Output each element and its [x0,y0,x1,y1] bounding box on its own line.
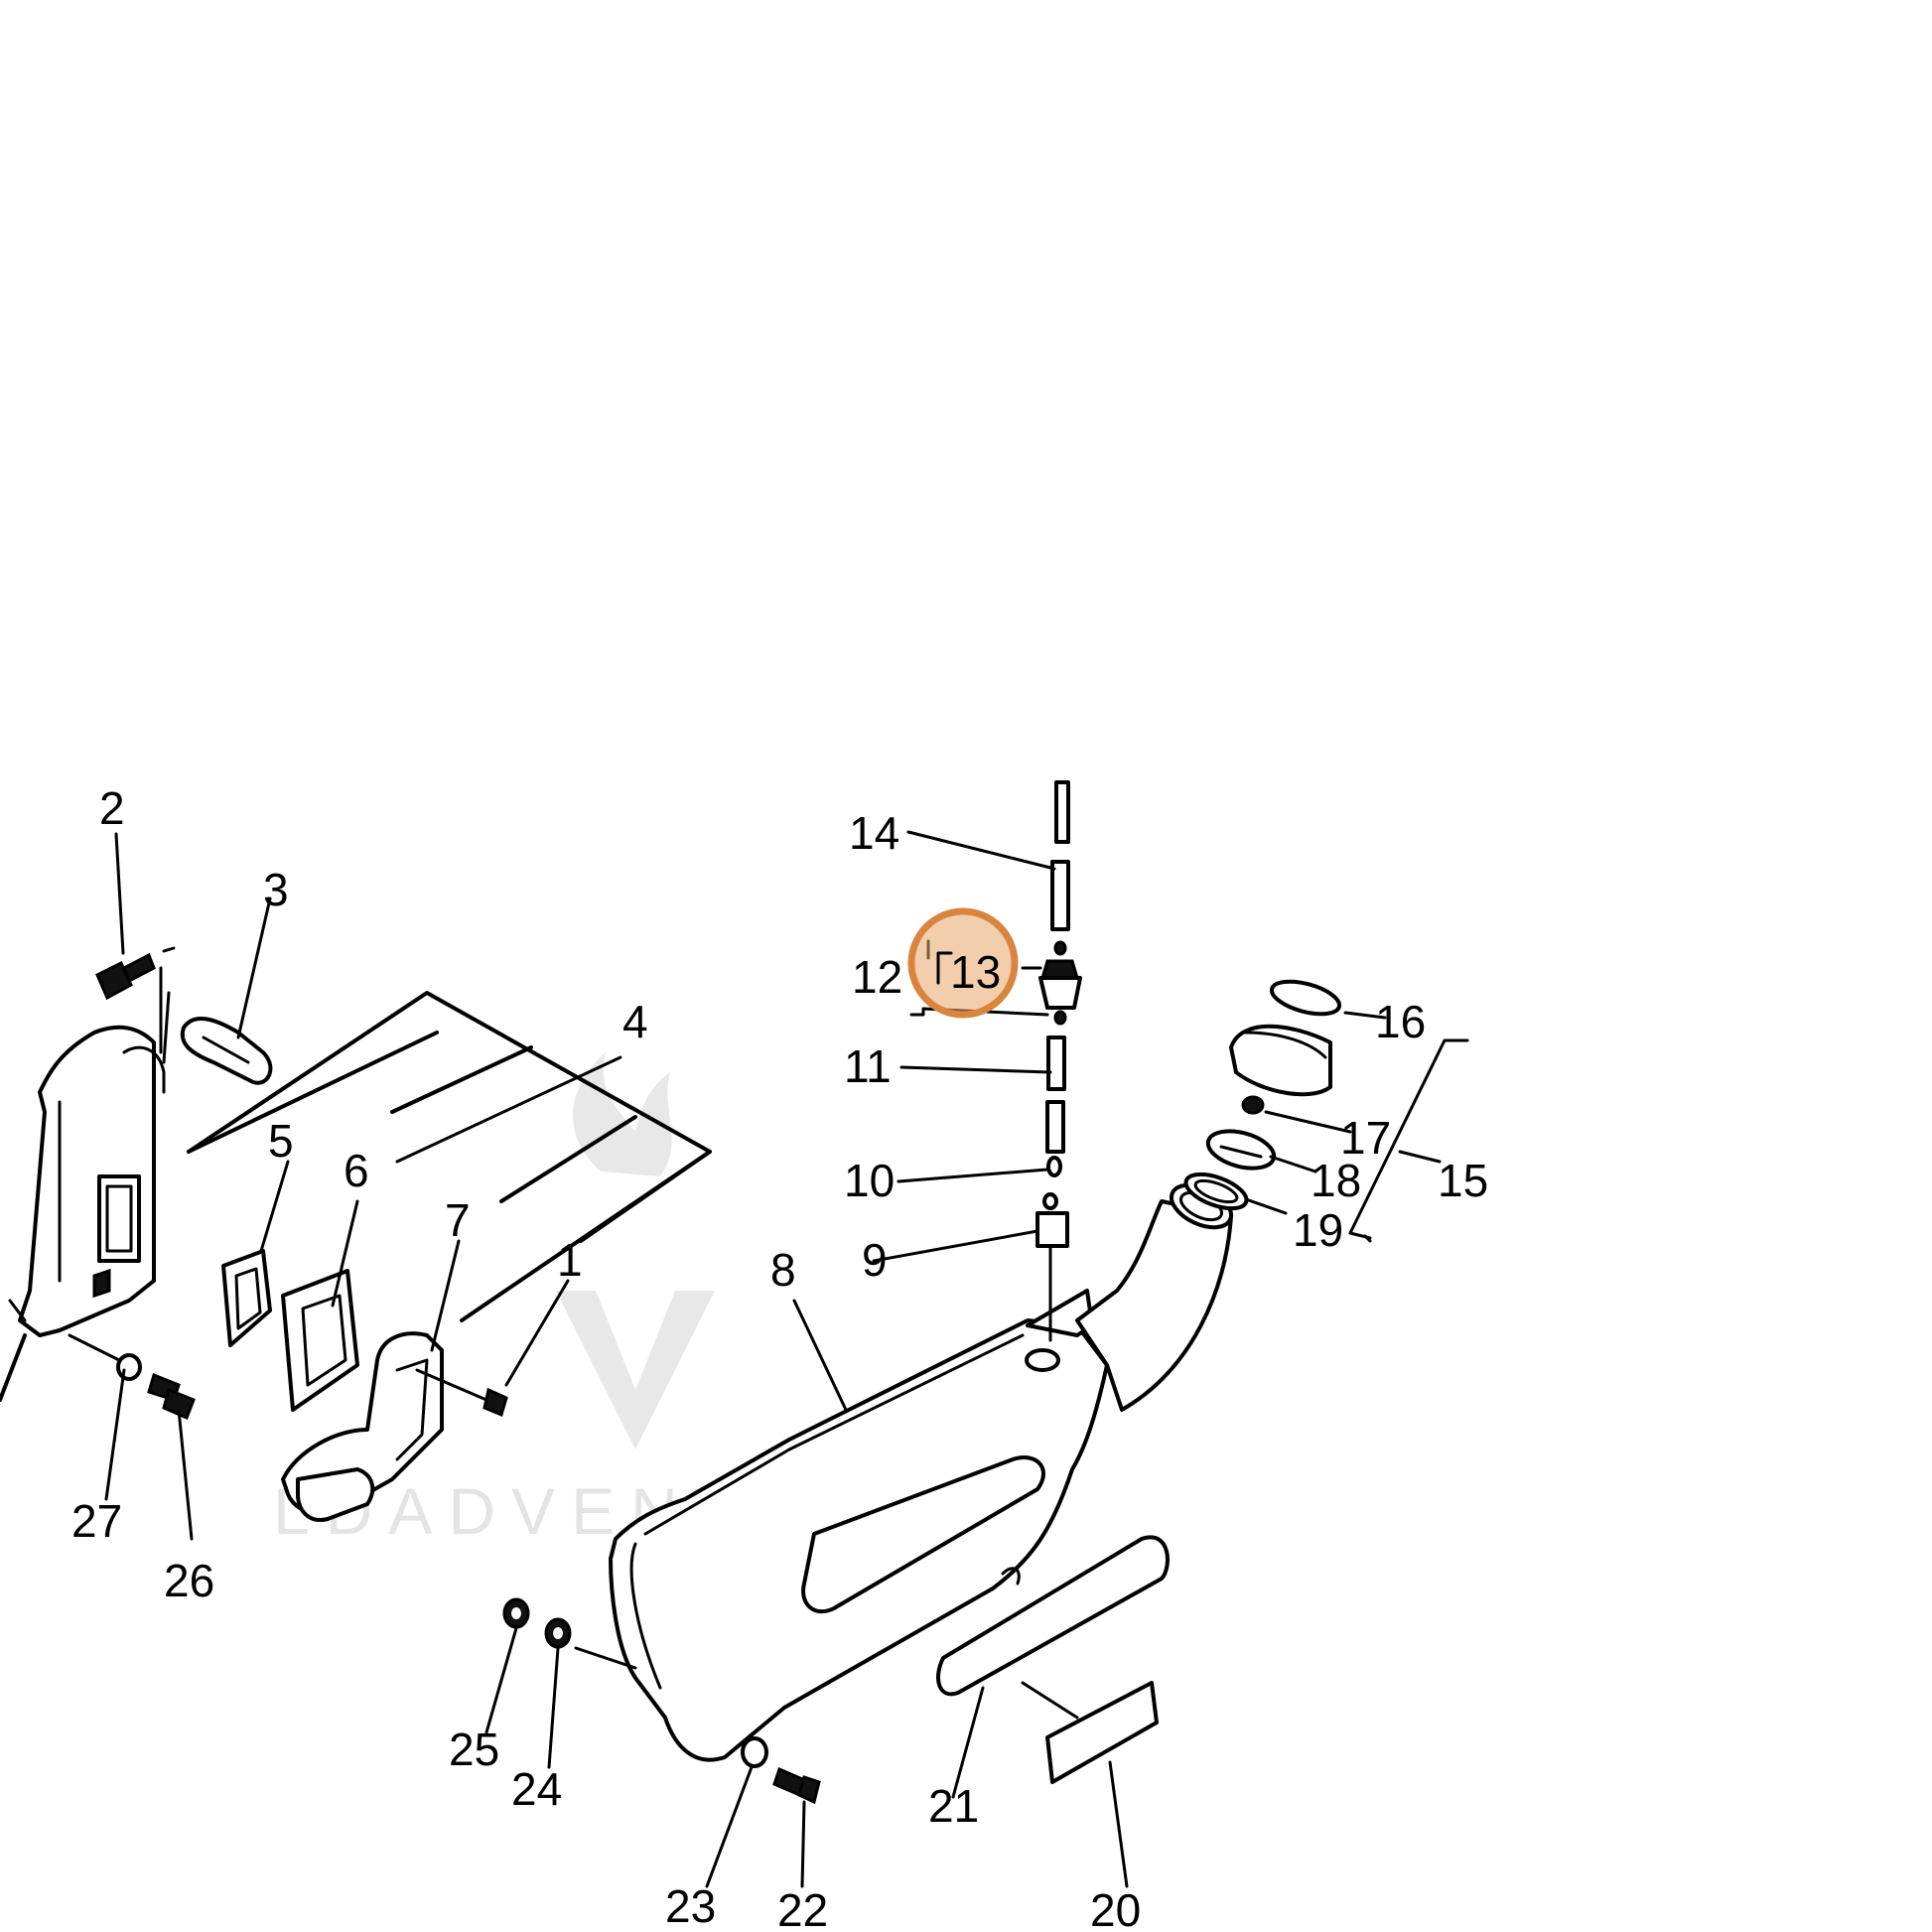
muffler-body-part-8 [609,1182,1233,1762]
fitting-part-9 [1035,1192,1069,1342]
manifold-part-7 [281,1331,444,1522]
label-2: 2 [99,782,125,834]
label-10: 10 [844,1155,895,1206]
watermark-flame-icon [573,1052,672,1176]
hose-part-14 [1050,780,1070,931]
label-13: 13 [950,946,1001,998]
hose-part-11 [1045,1035,1066,1154]
label-7: 7 [445,1194,471,1246]
label-26: 26 [164,1555,214,1606]
label-4: 4 [622,996,648,1047]
washer-part-27 [68,1333,142,1381]
plate-part-6 [281,1269,359,1412]
label-3: 3 [263,864,289,915]
label-11: 11 [844,1040,892,1092]
label-25: 25 [449,1724,499,1775]
watermark-v-icon [556,1291,715,1449]
label-22: 22 [777,1884,828,1932]
leader-lines [104,830,1469,1888]
oring-part-16 [1269,979,1342,1017]
label-23: 23 [665,1880,716,1932]
highlight-circle [907,907,1019,1019]
label-17: 17 [1340,1112,1391,1164]
label-27: 27 [71,1495,122,1547]
cap-part-15 [1229,1024,1332,1097]
screw-part-1 [415,1368,508,1418]
label-18: 18 [1311,1155,1361,1206]
reed-valve-assembly [0,991,712,1402]
bolt-part-22 [772,1766,821,1805]
washer-part-23 [741,1736,768,1768]
label-24: 24 [511,1763,562,1815]
nut-part-25 [502,1597,530,1629]
label-21: 21 [928,1780,979,1832]
bolt-part-26 [147,1372,196,1420]
label-5: 5 [268,1115,294,1167]
gasket-part-3 [180,1016,273,1085]
part-labels: 2 3 4 5 6 7 1 8 9 10 11 12 13 14 16 17 1… [71,782,1488,1932]
plate-part-20 [1021,1681,1159,1784]
label-16: 16 [1375,996,1426,1047]
label-8: 8 [770,1244,796,1296]
gasket-part-5 [221,1249,272,1347]
bolt-part-2 [95,946,176,1064]
label-1: 1 [557,1234,583,1286]
seal-part-18 [1205,1129,1277,1171]
label-9: 9 [862,1234,888,1286]
label-14: 14 [849,807,899,859]
pad-part-21 [936,1535,1170,1697]
label-6: 6 [344,1145,369,1196]
label-15: 15 [1438,1155,1488,1206]
pin-part-17 [1241,1095,1265,1115]
highlight-bracket [936,951,953,985]
label-19: 19 [1293,1204,1343,1256]
valve-part-13 [1038,940,1082,1026]
label-12: 12 [852,951,902,1003]
gasket-part-19 [1183,1172,1249,1211]
label-20: 20 [1090,1884,1141,1932]
clip-part-10 [1046,1156,1062,1177]
